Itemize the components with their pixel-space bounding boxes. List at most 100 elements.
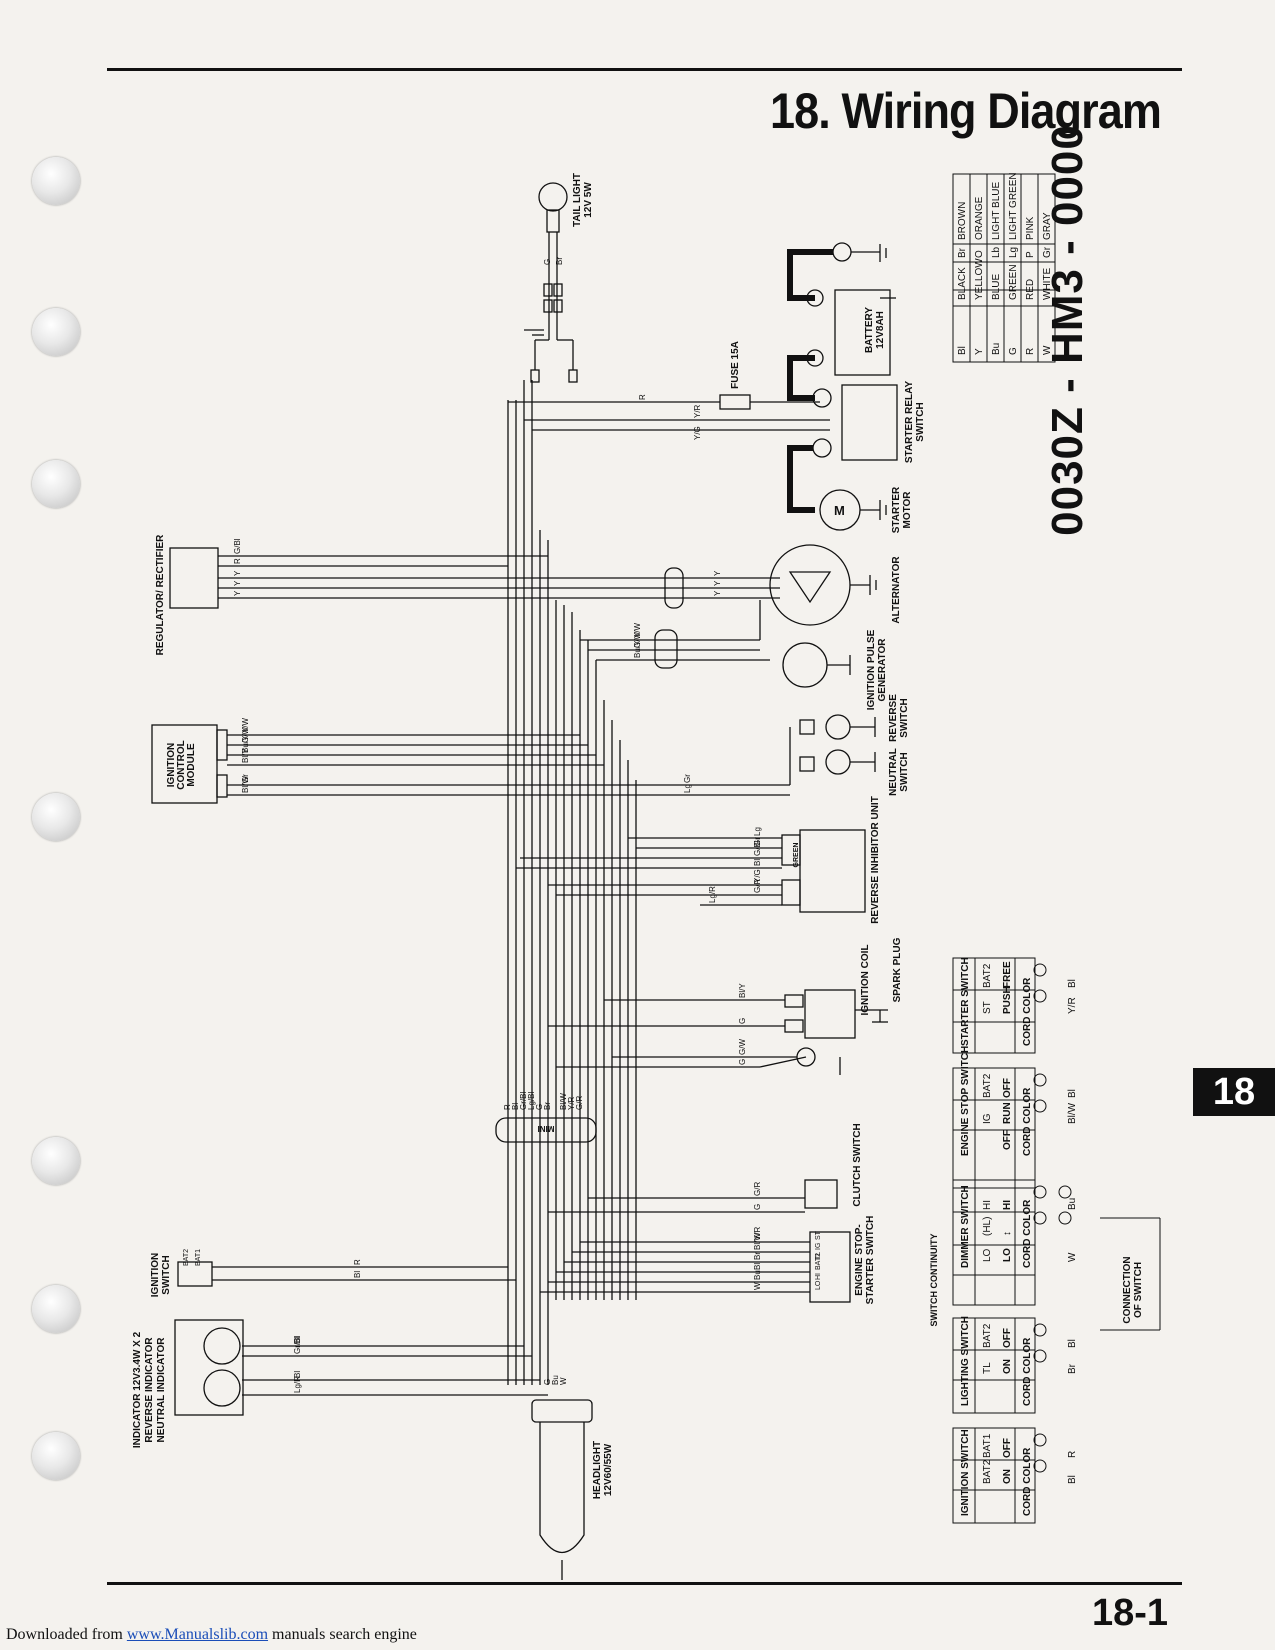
legend-cell: ORANGE xyxy=(974,196,985,240)
wire-coil-bly: Bl/Y xyxy=(738,983,747,998)
ignition-coil-label: IGNITION COIL xyxy=(860,944,871,1015)
switch-row-label: FREE xyxy=(1002,961,1013,988)
svg-text:HEADLIGHT12V60/55W: HEADLIGHT12V60/55W xyxy=(592,1441,614,1499)
tail-light-label: TAIL LIGHT xyxy=(572,173,583,227)
legend-cell: Y xyxy=(974,348,985,355)
wire-ss-bl: Bl xyxy=(753,1263,762,1270)
wire-icm-gr: Gr xyxy=(241,774,250,783)
alternator xyxy=(769,544,877,626)
legend-cell: LIGHT BLUE xyxy=(991,182,1002,240)
wire-ss-bu: Bu xyxy=(753,1270,762,1280)
wire-ind-grbl: Gr/Bl xyxy=(293,1336,302,1354)
switch-col-label: BAT2 xyxy=(982,1459,993,1484)
ss-term-tl: TL xyxy=(815,1252,822,1260)
footer-link[interactable]: www.Manualslib.com xyxy=(126,1626,269,1643)
icm-label-3: MODULE xyxy=(186,743,197,787)
wire-reg-y3: Y xyxy=(233,590,242,596)
wire-pulse-gw: G/W xyxy=(633,632,642,648)
wire-icm-blw: Bl/W xyxy=(241,776,250,793)
battery-circuit: M xyxy=(508,242,898,531)
wire-mini-3: Gr/Bl xyxy=(519,1092,528,1110)
svg-text:INDICATOR 12V3.4W X 2REVERSE I: INDICATOR 12V3.4W X 2REVERSE INDICATORNE… xyxy=(132,1331,167,1448)
svg-text:ENGINE STOP-STARTER SWITCH: ENGINE STOP-STARTER SWITCH xyxy=(854,1216,876,1305)
binder-hole xyxy=(32,793,80,841)
wire-clutch-g: G xyxy=(753,1204,762,1210)
switch-row-label: ON xyxy=(1002,1469,1013,1484)
top-rule xyxy=(107,68,1182,71)
switch-row-label: ↕ xyxy=(1002,1231,1013,1236)
battery-rating: 12V8AH xyxy=(875,311,886,349)
wire-ign-r: R xyxy=(353,1259,362,1265)
legend-cell: Bu xyxy=(991,343,1002,355)
legend-cell: WHITE xyxy=(1042,267,1053,300)
footer-suffix: manuals search engine xyxy=(268,1626,417,1643)
cord-color-value: Br xyxy=(1067,1363,1078,1374)
switch-row-label: RUN xyxy=(1002,1102,1013,1124)
wire-head-bu: Bu xyxy=(551,1375,560,1385)
regulator-label: REGULATOR/ RECTIFIER xyxy=(155,534,166,656)
switch-table-title: LIGHTING SWITCH xyxy=(960,1316,971,1406)
wire-inh-gbl: G/Bl xyxy=(753,840,762,856)
switch-table-title: STARTER SWITCH xyxy=(960,957,971,1046)
switch-row-label: ON xyxy=(1002,1359,1013,1374)
spark-plug-label: SPARK PLUG xyxy=(892,937,903,1002)
legend-cell: PINK xyxy=(1025,216,1036,240)
legend-cell: BROWN xyxy=(957,202,968,240)
legend-cell: GREEN xyxy=(1008,264,1019,300)
ign-term-bat1: BAT1 xyxy=(195,1249,202,1266)
switch-table-title: ENGINE STOP SWITCH xyxy=(960,1046,971,1156)
indicator-label-3: NEUTRAL INDICATOR xyxy=(156,1337,167,1443)
switch-col-label: BAT2 xyxy=(982,963,993,988)
bottom-rule xyxy=(107,1582,1182,1585)
legend-cell: W xyxy=(1042,345,1053,355)
wire-ss-br: Br xyxy=(753,1252,762,1260)
wire-pulse-buy: Bu/Y xyxy=(633,640,642,658)
color-legend: BlBLACKBrBROWNYYELLOWOORANGEBuBLUELbLIGH… xyxy=(952,172,1056,363)
switch-row-label: OFF xyxy=(1002,1328,1013,1348)
wire-icm-yw: Y/W xyxy=(241,717,250,733)
switch-row-label: PUSH xyxy=(1002,986,1013,1014)
neutral-switch-label-2: SWITCH xyxy=(899,752,910,791)
relay-label-2: SWITCH xyxy=(915,402,926,441)
mini-connector xyxy=(495,1117,597,1143)
connection-label: CONNECTION xyxy=(1122,1256,1133,1323)
wire-relay-yg: Y/G xyxy=(693,426,702,440)
wire-icm-gw: G/W xyxy=(241,727,250,743)
wire-coil-g: G xyxy=(738,1018,747,1024)
svg-text:BATTERY12V8AH: BATTERY12V8AH xyxy=(864,307,886,353)
wire-mini-5: G xyxy=(535,1104,544,1110)
wire-mini-6: Br xyxy=(543,1102,552,1110)
cord-color-value: Bu xyxy=(1067,1198,1078,1210)
wire-reg-r: R xyxy=(233,558,242,564)
switch-table-title: DIMMER SWITCH xyxy=(960,1185,971,1268)
wire-inh-bl: Bl xyxy=(753,859,762,866)
switch-col-label: ST xyxy=(982,1001,993,1014)
switch-row-label: LO xyxy=(1002,1248,1013,1262)
wire-clutch-gr: G/R xyxy=(753,1182,762,1196)
cord-color-value: Bl xyxy=(1067,1475,1078,1484)
footer: Downloaded from www.Manualslib.com manua… xyxy=(6,1626,417,1644)
reverse-switch-label: REVERSE xyxy=(888,694,899,742)
section-tab: 18 xyxy=(1193,1068,1275,1116)
green-label: GREEN xyxy=(793,843,800,868)
reverse-inhibitor-unit xyxy=(516,829,866,913)
wire-mini-2: Bl xyxy=(511,1103,520,1110)
legend-cell: GRAY xyxy=(1042,212,1053,240)
switch-row-label: OFF xyxy=(1002,1078,1013,1098)
ignition-switch-label: IGNITION xyxy=(150,1253,161,1297)
wire-tail-g: G xyxy=(543,259,552,265)
wire-tail-br: Br xyxy=(555,257,564,265)
svg-text:M: M xyxy=(834,503,845,518)
cord-color-label: CORD COLOR xyxy=(1022,977,1033,1046)
wire-head-g: G xyxy=(543,1379,552,1385)
wire-ss-yr: Y/R xyxy=(753,1226,762,1240)
switch-tables xyxy=(952,957,1161,1524)
wire-alt-y3: Y xyxy=(713,590,722,596)
connection-label-2: OF SWITCH xyxy=(1133,1262,1144,1318)
clutch-switch xyxy=(548,1179,838,1213)
svg-text:CONNECTIONOF SWITCH: CONNECTIONOF SWITCH xyxy=(1122,1256,1144,1323)
svg-text:IGNITIONSWITCH: IGNITIONSWITCH xyxy=(150,1253,172,1297)
legend-cell: YELLOW xyxy=(974,258,985,300)
switch-col-label: HI xyxy=(982,1200,993,1210)
binder-hole xyxy=(32,157,80,205)
